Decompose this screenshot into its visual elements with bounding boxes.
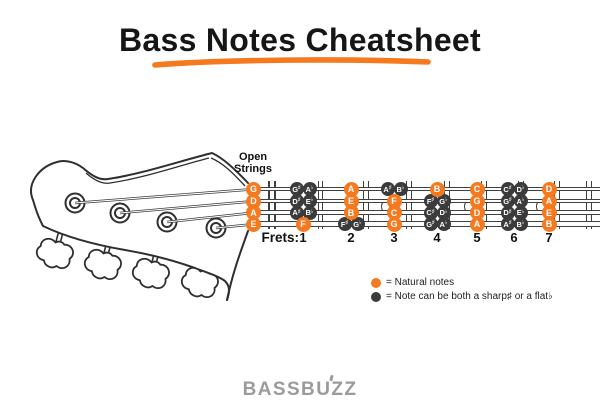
note-marker-accidental: F♯ xyxy=(423,194,438,208)
note-marker-accidental: B♭ xyxy=(393,182,408,196)
fret-number: 5 xyxy=(473,230,481,245)
note-marker-natural: B xyxy=(343,205,359,220)
logo-text: ZZ xyxy=(331,379,358,400)
note-marker-accidental: A♭ xyxy=(436,217,451,231)
headstock-outline xyxy=(30,152,249,301)
note-marker-natural: B xyxy=(429,181,445,197)
fret-number: 6 xyxy=(510,230,518,245)
note-marker-natural: E xyxy=(541,205,557,220)
note-marker-natural: D xyxy=(541,181,557,197)
note-marker-accidental: A♭ xyxy=(302,182,317,196)
natural-note-swatch-icon xyxy=(371,277,381,288)
note-marker-natural: A xyxy=(343,181,359,197)
note-marker-accidental: C♯ xyxy=(500,182,515,196)
note-marker-accidental: A♯ xyxy=(500,217,515,231)
fret-number: 2 xyxy=(347,230,355,245)
frets-label: Frets: xyxy=(261,230,299,245)
legend: = Natural notes = Note can be both a sha… xyxy=(371,277,553,306)
note-marker-natural: D xyxy=(246,193,261,209)
note-marker-natural: E xyxy=(246,216,261,232)
note-marker-accidental: E♭ xyxy=(302,194,317,208)
fret-number: 1 xyxy=(299,230,307,245)
headstock-edge-line xyxy=(210,157,246,187)
logo-text: BASSB xyxy=(242,379,317,400)
legend-label: = Natural notes xyxy=(386,276,455,288)
note-marker-accidental: A♯ xyxy=(289,205,304,220)
note-marker-natural: A xyxy=(541,193,557,209)
accidental-note-swatch-icon xyxy=(371,292,381,302)
fret-number: 4 xyxy=(433,230,441,245)
fret-wire xyxy=(586,181,592,229)
note-marker-accidental: G♯ xyxy=(289,182,304,196)
note-marker-natural: B xyxy=(541,216,557,232)
fret-wire xyxy=(363,181,369,229)
note-marker-natural: G xyxy=(246,181,261,197)
note-marker-natural: E xyxy=(343,193,359,209)
open-strings-label: Open Strings xyxy=(234,151,272,175)
note-marker-accidental: B♭ xyxy=(302,205,317,220)
fret-wire xyxy=(317,181,324,229)
neck-curve xyxy=(226,230,249,301)
logo-accented-letter: U xyxy=(316,379,332,400)
note-marker-accidental: C♯ xyxy=(423,205,438,220)
note-marker-accidental: D♯ xyxy=(500,205,515,220)
note-marker-accidental: A♯ xyxy=(380,182,395,196)
nut-line xyxy=(268,181,276,229)
note-marker-accidental: A♭ xyxy=(513,194,528,208)
note-marker-accidental: F♯ xyxy=(337,217,352,231)
note-marker-natural: F xyxy=(295,216,311,232)
note-marker-natural: G xyxy=(469,193,485,209)
note-marker-accidental: G♯ xyxy=(423,217,438,231)
note-marker-accidental: G♯ xyxy=(500,194,515,208)
fret-number: 3 xyxy=(390,230,398,245)
title-underline xyxy=(152,57,431,68)
note-marker-natural: D xyxy=(469,205,485,220)
legend-label: = Note can be both a sharp♯ or a flat♭ xyxy=(386,291,553,302)
note-marker-natural: F xyxy=(386,193,402,209)
note-marker-natural: A xyxy=(246,205,261,220)
note-marker-accidental: D♭ xyxy=(513,182,528,196)
note-marker-accidental: G♭ xyxy=(436,194,451,208)
legend-item-natural: = Natural notes xyxy=(371,277,553,288)
headstock-edge-line xyxy=(85,157,210,184)
note-marker-accidental: D♭ xyxy=(436,205,451,220)
note-marker-natural: C xyxy=(386,205,402,220)
note-marker-accidental: E♭ xyxy=(513,205,528,220)
fret-number: 7 xyxy=(545,230,553,245)
bassbuzz-logo: BASSBUZZ xyxy=(0,379,600,401)
note-marker-natural: C xyxy=(469,181,485,197)
note-marker-accidental: D♯ xyxy=(289,194,304,208)
note-marker-accidental: B♭ xyxy=(513,217,528,231)
note-marker-accidental: G♭ xyxy=(350,217,365,231)
fret-wire xyxy=(406,181,412,229)
string-line-G xyxy=(258,187,600,191)
headstock-strings xyxy=(74,187,257,230)
note-marker-natural: G xyxy=(386,216,402,232)
legend-item-accidental: = Note can be both a sharp♯ or a flat♭ xyxy=(371,292,553,303)
page-title: Bass Notes Cheatsheet xyxy=(119,22,481,58)
note-marker-natural: A xyxy=(469,216,485,232)
headstock-illustration xyxy=(30,152,257,302)
